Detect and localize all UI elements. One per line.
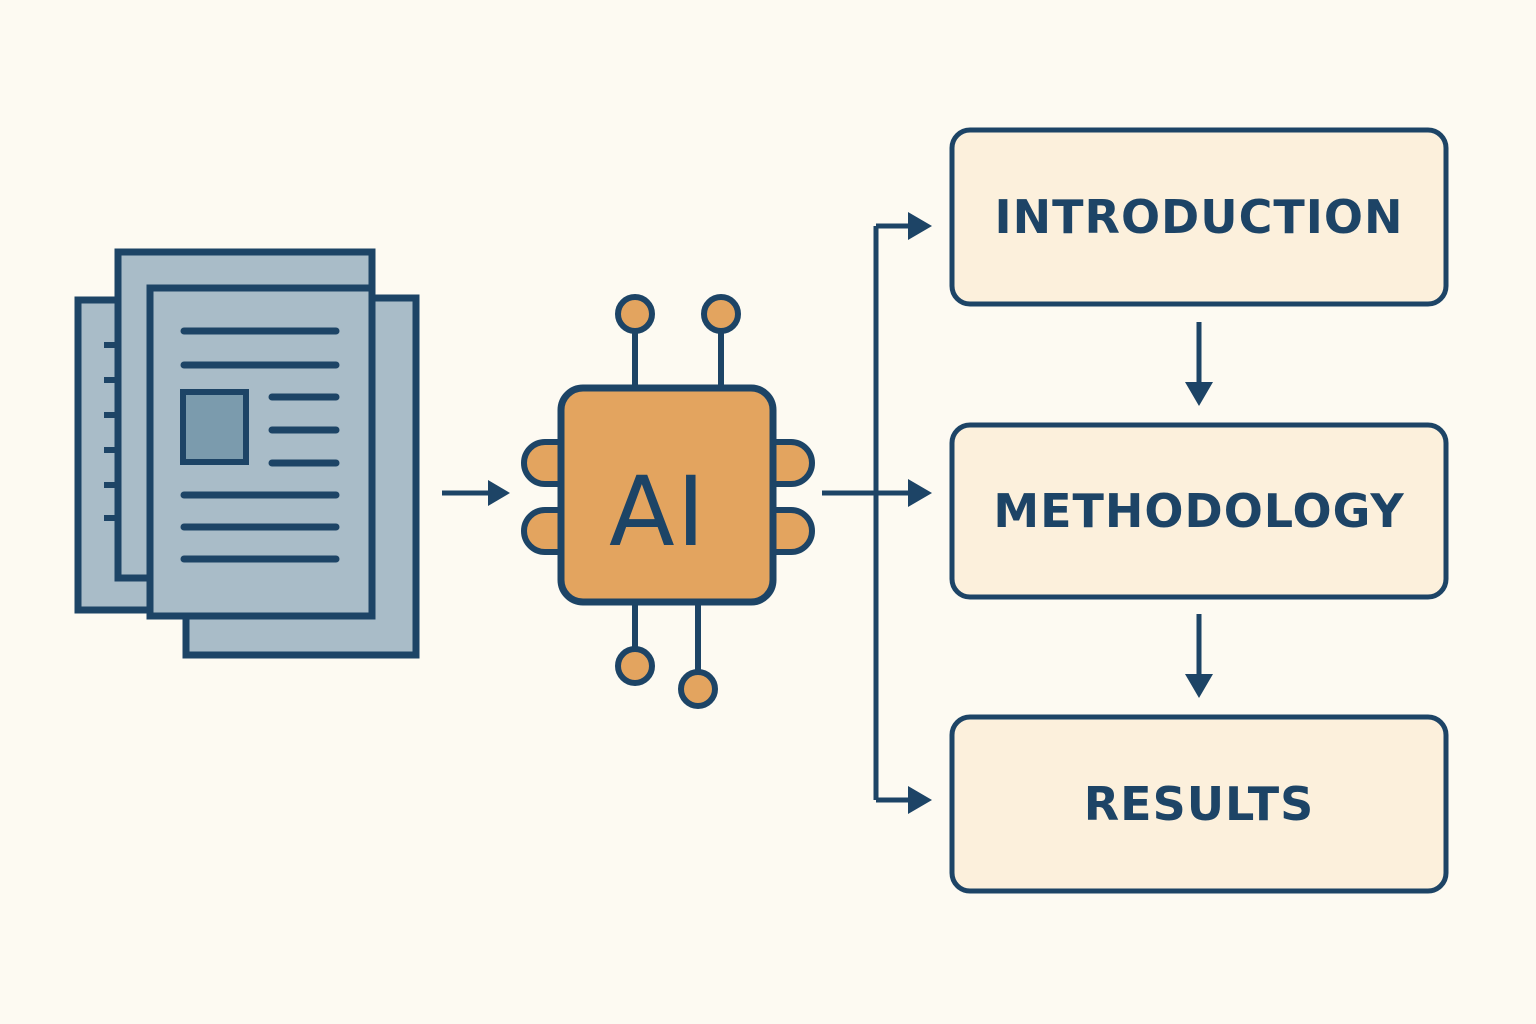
chip-pin-dot	[701, 294, 741, 334]
chip-body	[557, 384, 777, 606]
section-label-introduction: INTRODUCTION	[995, 190, 1404, 244]
chip-pin-dot	[615, 294, 655, 334]
arrow-documents-to-ai	[442, 480, 510, 506]
branch-connector	[822, 223, 912, 803]
section-label-results: RESULTS	[1084, 777, 1315, 831]
section-label-methodology: METHODOLOGY	[993, 484, 1404, 538]
ai-chip-icon: AI	[521, 294, 815, 709]
arrow-introduction-to-methodology	[1185, 322, 1213, 406]
arrow-head-to-methodology	[908, 479, 932, 507]
section-box-methodology: METHODOLOGY	[949, 422, 1449, 600]
arrow-head-to-results	[908, 786, 932, 814]
section-box-introduction: INTRODUCTION	[949, 127, 1449, 307]
document-text-lines	[180, 327, 340, 563]
chip-label: AI	[609, 456, 707, 568]
document-image-placeholder	[180, 389, 249, 465]
arrow-methodology-to-results	[1185, 614, 1213, 698]
section-box-results: RESULTS	[949, 714, 1449, 894]
documents-stack-icon	[74, 248, 420, 659]
chip-pin-dot	[615, 646, 655, 686]
arrow-head-to-introduction	[908, 212, 932, 240]
chip-pin-dot	[678, 669, 718, 709]
